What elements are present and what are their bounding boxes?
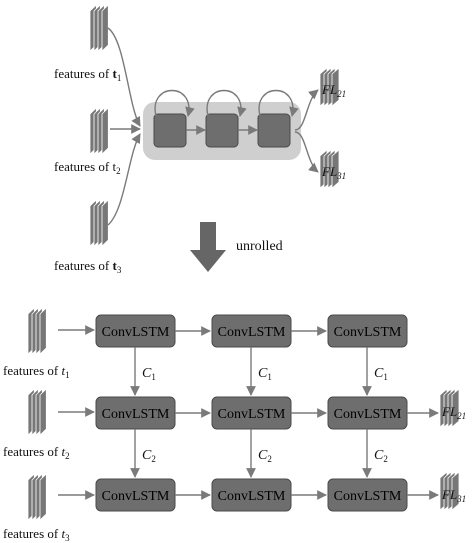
feature-sheet	[331, 149, 340, 189]
feature-stack-t1	[89, 4, 109, 52]
row2-cells: ConvLSTM ConvLSTM ConvLSTM	[95, 396, 408, 430]
self-loop-3	[258, 90, 299, 117]
state-label-c1-col1: C1	[142, 366, 156, 382]
grid-output-stack-fl31	[439, 471, 460, 511]
convlstm-label-r1c1: ConvLSTM	[102, 325, 170, 340]
grid-input-stack-t1	[27, 307, 47, 355]
convlstm-label-r1c3: ConvLSTM	[334, 325, 402, 340]
convlstm-label-r3c2: ConvLSTM	[218, 489, 286, 504]
rolled-cell-2	[205, 113, 239, 148]
grid-output-label-fl21: FL21	[441, 404, 466, 421]
feature-sheet	[39, 388, 47, 436]
grid-output-stack-fl21	[439, 388, 460, 428]
convlstm-label-r3c3: ConvLSTM	[334, 489, 402, 504]
feature-sheet	[101, 4, 109, 52]
row3-cells: ConvLSTM ConvLSTM ConvLSTM	[95, 478, 408, 512]
output-label-fl31: FL31	[321, 164, 346, 181]
grid-input-label-t3: features of t3	[3, 526, 70, 543]
feature-sheet	[39, 473, 47, 521]
grid-output-label-fl31: FL31	[441, 487, 466, 504]
unrolled-arrow	[190, 222, 226, 272]
input-connector-t3	[107, 133, 141, 226]
output-stack-fl31	[319, 149, 340, 189]
self-loop-2	[206, 90, 247, 117]
feature-sheet	[331, 67, 340, 107]
unrolled-grid: features of t1 features of t2 features o…	[3, 307, 466, 543]
rolled-cell-1	[153, 113, 187, 148]
convlstm-label-r2c2: ConvLSTM	[218, 407, 286, 422]
input-connector-t1	[107, 27, 141, 127]
feature-sheet	[101, 199, 109, 247]
convlstm-label-r3c1: ConvLSTM	[102, 489, 170, 504]
feature-stack-t3	[89, 199, 109, 247]
state-label-c2-col2: C2	[258, 448, 272, 464]
convlstm-label-r2c1: ConvLSTM	[102, 407, 170, 422]
grid-input-label-t2: features of t2	[3, 444, 70, 461]
input-label-t1: features of t1	[54, 66, 121, 83]
feature-stack-t2	[89, 107, 109, 155]
unrolled-label: unrolled	[236, 239, 283, 254]
self-loop-1	[154, 90, 195, 117]
convlstm-label-r1c2: ConvLSTM	[218, 325, 286, 340]
output-label-fl21: FL21	[321, 82, 346, 99]
state-label-c1-col2: C1	[258, 366, 272, 382]
input-label-t2: features of t2	[54, 159, 121, 176]
state-label-c2-col1: C2	[142, 448, 156, 464]
feature-sheet	[101, 107, 109, 155]
output-connector-fl31	[294, 131, 319, 173]
feature-sheet	[39, 307, 47, 355]
grid-input-stack-t3	[27, 473, 47, 521]
output-stack-fl21	[319, 67, 340, 107]
input-label-t3: features of t3	[54, 258, 122, 275]
state-label-c2-col3: C2	[374, 448, 388, 464]
grid-input-label-t1: features of t1	[3, 363, 70, 380]
convlstm-label-r2c3: ConvLSTM	[334, 407, 402, 422]
feature-sheet	[451, 388, 460, 428]
state-label-c1-col3: C1	[374, 366, 388, 382]
unrolled-indicator: unrolled	[190, 222, 283, 272]
grid-input-stack-t2	[27, 388, 47, 436]
rolled-diagram: features of t1 features of t2 features o…	[54, 4, 346, 275]
row1-cells: ConvLSTM ConvLSTM ConvLSTM	[95, 314, 408, 348]
feature-sheet	[451, 471, 460, 511]
rolled-cell-3	[257, 113, 291, 148]
output-connector-fl21	[294, 89, 319, 131]
